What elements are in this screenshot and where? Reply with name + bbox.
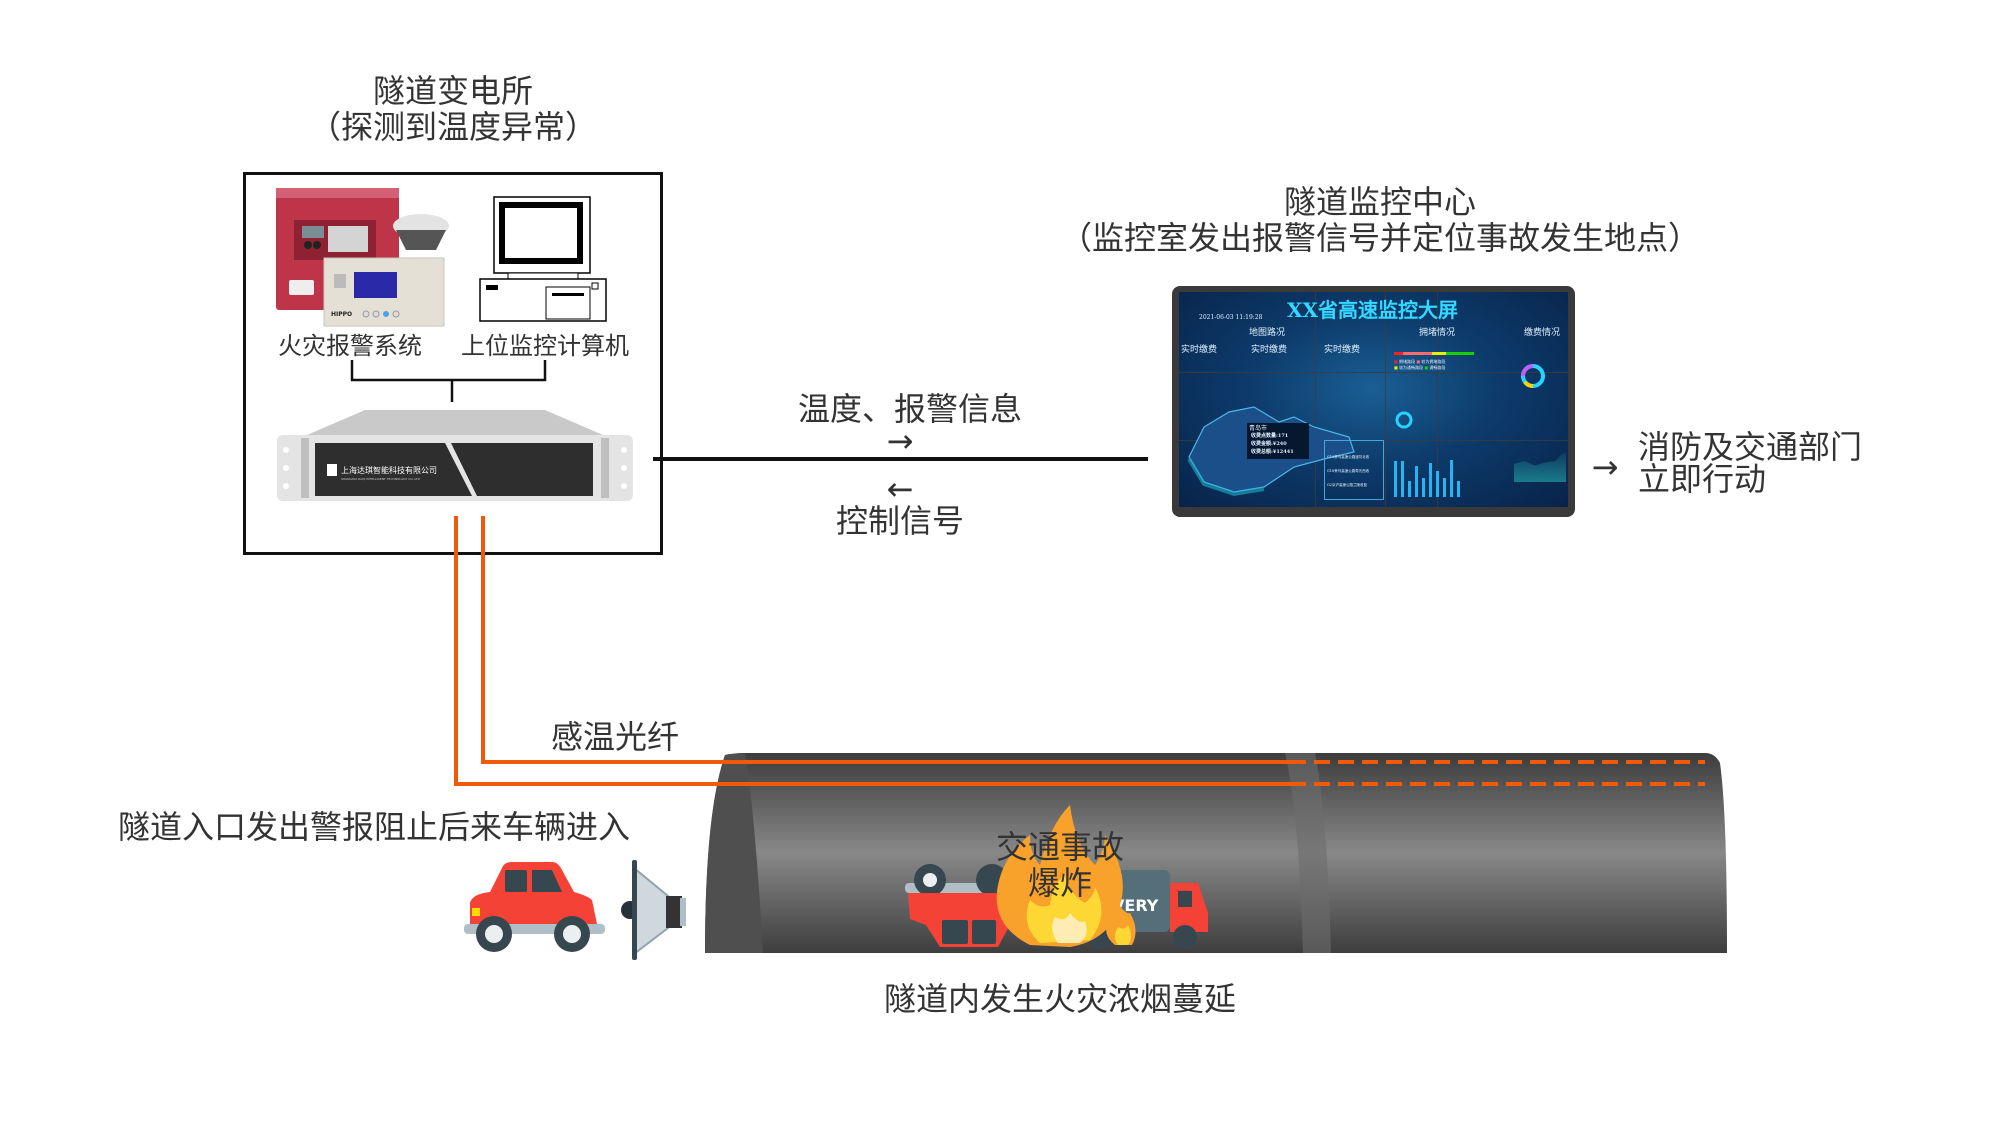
accident-label-line2: 爆炸 bbox=[1027, 864, 1092, 902]
toll-area-chart bbox=[1514, 452, 1566, 482]
network-link-line bbox=[653, 457, 1148, 461]
control-signal-label: 控制信号 bbox=[835, 502, 964, 540]
congestion-donut bbox=[1395, 411, 1413, 429]
device-connector-lines bbox=[350, 360, 547, 402]
computer-icon bbox=[478, 195, 608, 323]
fire-alarm-system-label: 火灾报警系统 bbox=[278, 332, 422, 360]
panel-toll-title: 缴费情况 bbox=[1524, 328, 1561, 338]
congestion-legend: ■ 拥堵路段 ■ 较为拥堵路段 ■ 较为通畅路段 ■ 通畅路段 bbox=[1394, 359, 1446, 370]
substation-box bbox=[243, 172, 663, 555]
dashboard-datetime: 2021-06-03 11:19:28 bbox=[1199, 314, 1263, 321]
dts-server-icon: 上海达琪智能科技有限公司 SHANGHAI DAQI INTELLIGENT T… bbox=[277, 410, 633, 506]
toll-donut bbox=[1521, 364, 1545, 388]
tunnel-caption: 隧道内发生火灾浓烟蔓延 bbox=[883, 980, 1236, 1018]
monitor-center-subtitle: （监控室发出报警信号并定位事故发生地点） bbox=[1059, 219, 1700, 257]
action-text-line1: 消防及交通部门 bbox=[1638, 428, 1863, 466]
substation-subtitle: （探测到温度异常） bbox=[308, 108, 597, 146]
dashboard-title: XX省高速监控大屏 bbox=[1287, 298, 1459, 322]
server-brand-en: SHANGHAI DAQI INTELLIGENT TECHNOLOGY CO.… bbox=[341, 477, 421, 481]
congestion-bar bbox=[1394, 352, 1474, 355]
server-brand: 上海达琪智能科技有限公司 bbox=[341, 465, 437, 475]
congestion-bar-chart bbox=[1394, 452, 1504, 497]
realtime-label: 实时缴费 bbox=[1324, 345, 1361, 355]
speaker-icon bbox=[620, 858, 690, 963]
panel-map-title: 地图路况 bbox=[1249, 328, 1286, 338]
dashboard: XX省高速监控大屏 2021-06-03 11:19:28 地图路况 拥堵情况 … bbox=[1179, 292, 1568, 507]
fiber-label: 感温光纤 bbox=[550, 718, 679, 756]
accident-scene: VERY bbox=[880, 795, 1220, 955]
car-icon bbox=[462, 858, 607, 958]
monitoring-screen: XX省高速监控大屏 2021-06-03 11:19:28 地图路况 拥堵情况 … bbox=[1172, 286, 1575, 517]
substation-title: 隧道变电所 bbox=[372, 72, 533, 110]
arrow-left-icon: ← bbox=[886, 470, 914, 508]
arrow-right-icon: → bbox=[886, 422, 914, 460]
upstream-info-label: 温度、报警信息 bbox=[797, 390, 1022, 428]
realtime-label: 实时缴费 bbox=[1181, 345, 1218, 355]
computer-label: 上位监控计算机 bbox=[461, 332, 629, 360]
map-tooltip: 青岛市 收费点数量:171 收费金额:¥240 收费总额:¥12441 bbox=[1247, 423, 1309, 459]
accident-label-line1: 交通事故 bbox=[995, 828, 1124, 866]
road-list: G18荣乌高速公路潍坊北收 G18荣乌高速公路寿光西收 G2京沪高速公路兰陵收费 bbox=[1324, 440, 1384, 500]
monitor-center-title: 隧道监控中心 bbox=[1283, 183, 1476, 221]
truck-text: VERY bbox=[1112, 896, 1159, 915]
fire-alarm-system-icon: HIPPO bbox=[276, 188, 451, 328]
fire-panel-brand: HIPPO bbox=[331, 311, 352, 318]
entrance-alert-label: 隧道入口发出警报阻止后来车辆进入 bbox=[118, 808, 631, 846]
action-text-line2: 立即行动 bbox=[1638, 460, 1767, 498]
realtime-label: 实时缴费 bbox=[1251, 345, 1288, 355]
panel-congestion-title: 拥堵情况 bbox=[1419, 328, 1456, 338]
action-arrow-icon: → bbox=[1591, 448, 1619, 486]
